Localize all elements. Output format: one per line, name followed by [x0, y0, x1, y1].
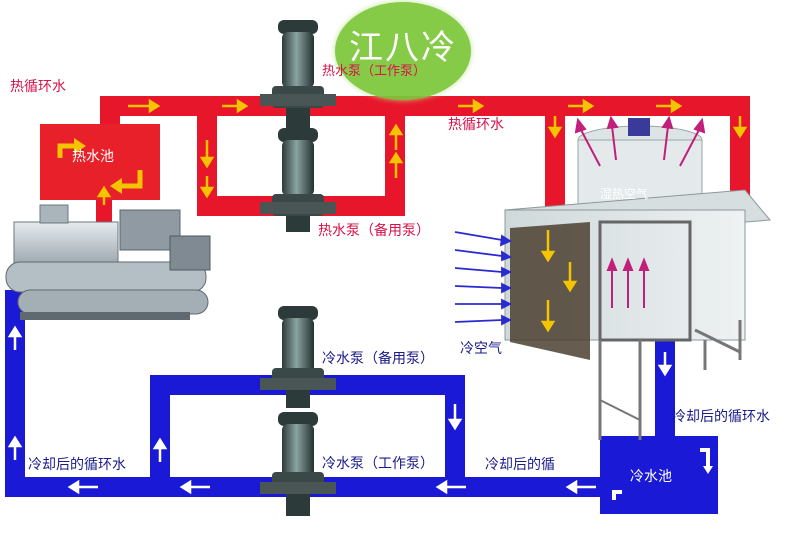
flow-arrow-icon: [454, 249, 513, 262]
flow-arrow-icon: [454, 282, 513, 294]
flow-arrow-icon: [622, 257, 634, 308]
flow-arrow-icon: [447, 404, 463, 431]
cooled-water-label-mid: 冷却后的循: [485, 457, 555, 473]
flow-arrow-icon: [661, 115, 674, 161]
cooled-water-label-right: 冷却后的循环水: [672, 409, 770, 425]
flow-arrow-icon: [656, 98, 683, 114]
flow-arrow-icon: [732, 116, 748, 139]
turn-arrow-icon: [703, 466, 713, 474]
humid-hot-air-label: 湿热空气: [600, 187, 649, 201]
brand-logo: 江八冷: [335, 2, 471, 100]
humid-air-arrows: [574, 115, 706, 308]
logo-text: 江八冷: [349, 28, 457, 68]
cooling-tower-icon: [504, 125, 772, 440]
flow-arrow-icon: [7, 435, 23, 460]
cold-pump-standby-label: 冷水泵（备用泵）: [322, 351, 434, 367]
flow-arrow-icon: [454, 231, 512, 247]
hot-pump-standby: [260, 128, 336, 232]
flow-arrow-icon: [128, 98, 161, 114]
flow-arrow-icon: [152, 437, 168, 462]
flow-arrow-icon: [454, 266, 513, 278]
flow-arrow-icon: [568, 98, 595, 114]
flow-arrow-icon: [562, 262, 578, 293]
cold-water-tank: [600, 436, 718, 514]
flow-arrow-icon: [679, 117, 706, 167]
water-chiller-unit-icon: [5, 204, 211, 320]
flow-arrow-icon: [547, 116, 563, 139]
flow-arrow-icon: [222, 98, 249, 114]
cold-tank-label: 冷水池: [630, 469, 672, 485]
flow-arrow-icon: [540, 300, 556, 333]
hot-flow-arrows: [96, 98, 748, 333]
flow-arrow-icon: [455, 298, 513, 310]
flow-arrow-icon: [388, 123, 404, 150]
cold-pump-work-label: 冷水泵（工作泵）: [322, 456, 434, 472]
flow-arrow-icon: [657, 352, 673, 377]
flow-arrow-icon: [199, 140, 215, 169]
flow-arrow-icon: [388, 151, 404, 178]
flow-arrow-icon: [67, 479, 98, 495]
turn-arrow-icon: [74, 138, 86, 154]
tower-fan-icon: [628, 118, 650, 136]
flow-arrow-icon: [606, 257, 618, 308]
flow-arrow-icon: [574, 117, 601, 167]
cold-flow-arrows: [7, 325, 673, 495]
hot-loop-label-left: 热循环水: [10, 79, 66, 95]
flow-arrow-icon: [199, 176, 215, 199]
hot-loop-label-right: 热循环水: [448, 117, 504, 133]
hot-tank-label: 热水池: [72, 149, 114, 165]
flow-arrow-icon: [606, 115, 619, 161]
flow-arrow-icon: [540, 230, 556, 263]
turn-arrow-icon: [612, 448, 710, 500]
turn-arrow-icon: [110, 178, 122, 194]
flow-arrow-icon: [638, 257, 650, 308]
flow-arrow-icon: [454, 314, 513, 326]
hot-pump-work-label: 热水泵（工作泵）: [322, 64, 427, 79]
cooled-water-label-left: 冷却后的循环水: [28, 457, 126, 473]
flow-arrow-icon: [179, 479, 210, 495]
flow-arrow-icon: [435, 479, 466, 495]
flow-arrow-icon: [96, 185, 112, 205]
hot-pump-standby-label: 热水泵（备用泵）: [318, 223, 430, 239]
cold-pump-standby: [260, 306, 336, 408]
flow-arrow-icon: [458, 98, 485, 114]
cold-air-arrows: [454, 231, 513, 326]
cold-air-label: 冷空气: [460, 341, 502, 357]
flow-arrow-icon: [565, 479, 596, 495]
flow-arrow-icon: [7, 325, 23, 350]
cold-pump-work: [260, 412, 336, 516]
